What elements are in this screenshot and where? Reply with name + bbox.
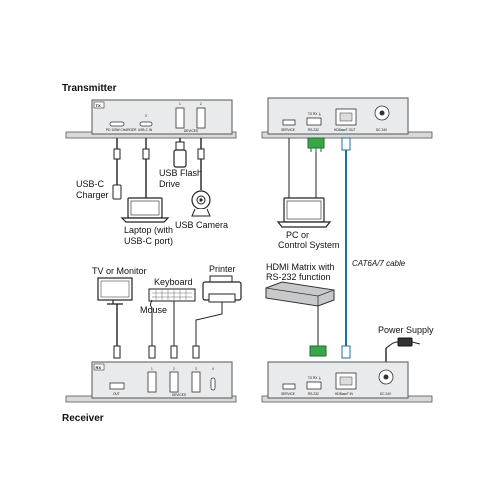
rx-service-label: SERVICE — [281, 392, 295, 396]
printer-cable-plug — [192, 345, 200, 359]
tx-terminal-pins — [310, 148, 322, 152]
tx-front-unit: TX 3 PD 100W CHARGER USB-C IN 1 2 DEVICE… — [65, 99, 237, 139]
rx-rj45-plug — [341, 345, 351, 359]
tx-rj45-plug — [341, 137, 351, 151]
tx-rs232-port — [306, 117, 322, 126]
tx-back-unit: SERVICE TX RX ⏚ RS-232 HDBaseT OUT DC 24… — [261, 97, 433, 139]
rx-hdbaset-jack — [339, 376, 353, 386]
hdmi-matrix-icon — [265, 281, 335, 307]
tx-front-body — [91, 99, 233, 135]
usb-flash-label-2: Drive — [159, 179, 180, 189]
cat-cable-label: CAT6A/7 cable — [352, 259, 406, 268]
pc-laptop-icon — [276, 197, 332, 228]
hdmi-matrix-label-2: RS-232 function — [266, 272, 331, 282]
tx-mid-port-number: 3 — [145, 114, 147, 118]
usbc-charger-plug — [113, 148, 121, 160]
rx-hdbaset-label: HDBaseT IN — [335, 392, 354, 396]
usbc-charger-label-2: Charger — [76, 190, 109, 200]
tv-monitor-label: TV or Monitor — [92, 266, 147, 276]
rx-rs232-terminal — [309, 345, 327, 357]
rx-device-port-1-num: 1 — [151, 367, 153, 371]
printer-label: Printer — [209, 264, 236, 274]
tx-devices-label: DEVICES — [184, 129, 198, 133]
rx-front-body — [91, 361, 233, 399]
rx-rs232-label: RS-232 — [308, 392, 319, 396]
power-supply-icon — [385, 337, 421, 349]
rx-devices-label: DEVICES — [172, 393, 186, 397]
rx-device-port-3 — [191, 371, 201, 393]
tx-tag: TX — [96, 103, 101, 108]
pc-label-1: PC or — [286, 230, 309, 240]
usbc-charger-label-1: USB-C — [76, 179, 105, 189]
receiver-title: Receiver — [62, 413, 104, 424]
laptop-label-2: USB-C port) — [124, 236, 173, 246]
tx-device-port-1-num: 1 — [179, 102, 181, 106]
rx-out-label: OUT — [113, 392, 120, 396]
tv-cable-plug — [113, 345, 121, 359]
rx-device-port-2 — [169, 371, 179, 393]
laptop-cable-plug — [142, 148, 150, 160]
rx-dc-label: DC 24V — [380, 392, 392, 396]
tx-rs232-terminal — [307, 137, 325, 149]
tx-hdbaset-jack — [339, 112, 353, 122]
rx-rs232-pins: TX RX ⏚ — [308, 375, 321, 380]
usb-camera-label: USB Camera — [175, 220, 228, 230]
tx-pd-charger-port — [109, 121, 125, 127]
tx-usbc-in-label: USB-C IN — [138, 128, 153, 132]
rx-tag: RX — [96, 365, 102, 370]
printer-icon — [202, 275, 242, 303]
rx-device-port-4 — [210, 377, 216, 391]
rx-device-port-1 — [147, 371, 157, 393]
tx-device-port-2-num: 2 — [200, 102, 202, 106]
rx-front-unit: RX OUT 1 2 3 4 DEVICES — [65, 361, 237, 403]
keyboard-label: Keyboard — [154, 277, 193, 287]
usb-camera-icon — [191, 190, 211, 217]
rx-device-port-4-num: 4 — [212, 367, 214, 371]
mouse-cable-plug — [148, 345, 156, 359]
usb-flash-label-1: USB Flash — [159, 168, 202, 178]
usb-camera-plug — [197, 148, 205, 160]
keyboard-cable-plug — [170, 345, 178, 359]
tx-usbc-in-port — [139, 121, 153, 127]
tx-device-port-2 — [196, 107, 206, 129]
usbc-charger-icon — [112, 184, 122, 200]
tx-tag-box — [93, 101, 105, 109]
rx-device-port-3-num: 3 — [195, 367, 197, 371]
rx-hdmi-out-port — [109, 382, 125, 390]
hdmi-matrix-label-1: HDMI Matrix with — [266, 262, 335, 272]
tx-dc-label: DC 24V — [376, 128, 388, 132]
tv-monitor-icon — [97, 277, 133, 305]
keyboard-icon — [148, 288, 196, 302]
tx-service-label: SERVICE — [281, 128, 295, 132]
tx-device-port-1 — [175, 107, 185, 129]
rx-tag-box — [93, 363, 105, 371]
printer-cable — [195, 302, 223, 346]
usb-flash-icon — [173, 141, 187, 168]
rx-back-unit: SERVICE TX RX ⏚ RS-232 HDBaseT IN DC 24V — [261, 361, 433, 403]
tx-rs232-pins: TX RX ⏚ — [308, 111, 321, 116]
mouse-cable — [150, 299, 153, 346]
rx-dc-pin — [383, 374, 389, 380]
tx-rs232-label: RS-232 — [308, 128, 319, 132]
transmitter-title: Transmitter — [62, 83, 117, 94]
rx-rs232-port — [306, 381, 322, 390]
tx-service-port — [282, 119, 296, 126]
tx-hdbaset-label: HDBaseT OUT — [334, 128, 355, 132]
tx-pd-charger-label: PD 100W CHARGER — [106, 128, 137, 132]
pc-label-2: Control System — [278, 240, 340, 250]
rx-device-port-2-num: 2 — [173, 367, 175, 371]
mouse-label: Mouse — [140, 305, 167, 315]
power-supply-label: Power Supply — [378, 325, 434, 335]
tx-dc-pin — [379, 110, 385, 116]
laptop-icon — [120, 197, 170, 223]
laptop-label-1: Laptop (with — [124, 225, 173, 235]
rx-service-port — [282, 383, 296, 390]
